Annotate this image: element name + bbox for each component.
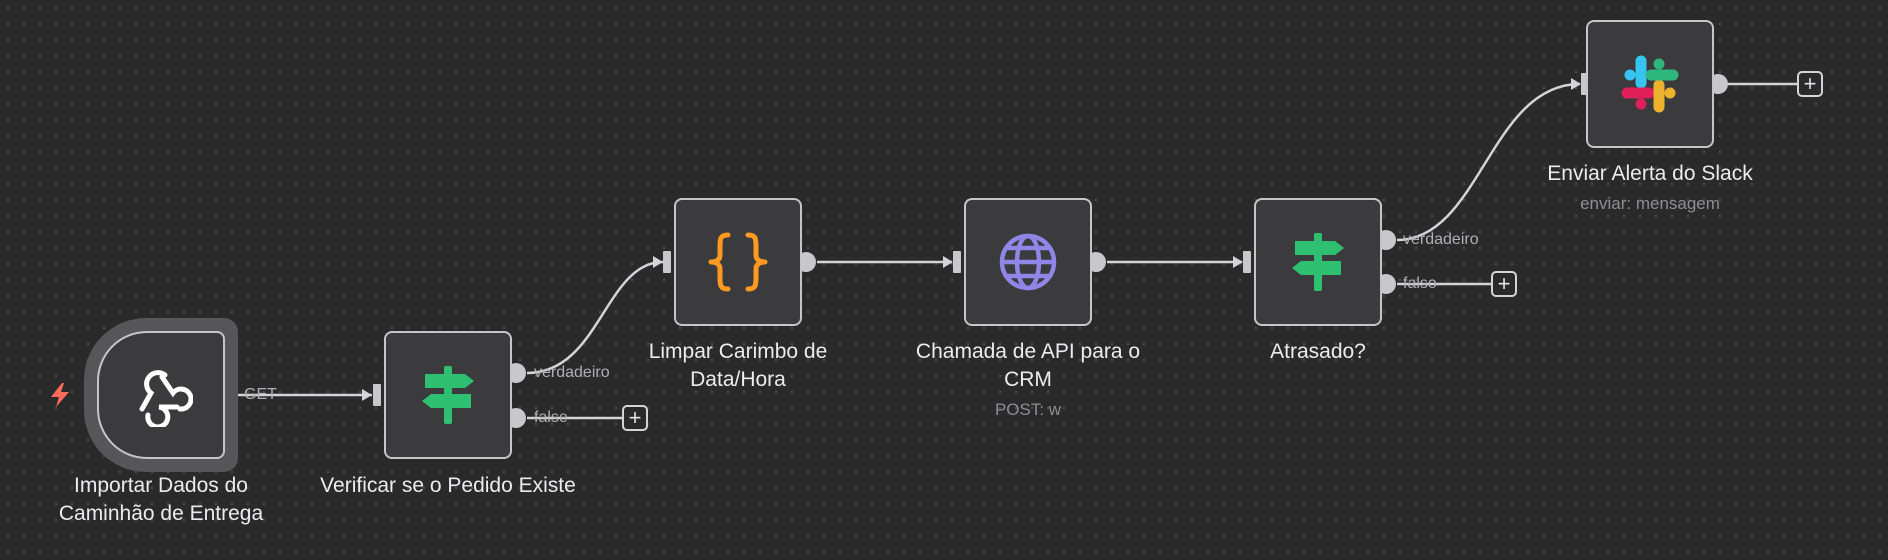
input-handle-if-order[interactable] — [373, 384, 381, 406]
slack-icon — [1621, 55, 1679, 113]
node-label-code: Limpar Carimbo de Data/Hora — [648, 340, 828, 391]
arrow-head-if-late-input — [1233, 256, 1243, 268]
globe-icon — [999, 233, 1057, 291]
input-handle-http[interactable] — [953, 251, 961, 273]
connection-if-true-to-slack[interactable] — [1396, 82, 1581, 242]
input-handle-code[interactable] — [663, 251, 671, 273]
node-http-crm-api-call[interactable] — [964, 198, 1092, 326]
arrow-head-slack-input — [1571, 78, 1581, 90]
node-label-http: Chamada de API para o CRM — [915, 340, 1141, 391]
node-if-order-exists[interactable] — [384, 331, 512, 459]
input-handle-if-late[interactable] — [1243, 251, 1251, 273]
node-label-slack: Enviar Alerta do Slack — [1547, 162, 1753, 185]
add-node-button[interactable]: + — [1491, 271, 1517, 297]
node-label-if-late: Atrasado? — [1270, 340, 1366, 363]
if-order-false-label: false — [534, 409, 568, 426]
curly-braces-icon — [708, 232, 768, 292]
arrow-head-code-input — [653, 256, 663, 268]
node-if-late[interactable] — [1254, 198, 1382, 326]
node-webhook[interactable] — [97, 331, 225, 459]
if-order-true-label: verdadeiro — [534, 364, 610, 381]
node-slack-alert[interactable] — [1586, 20, 1714, 148]
webhook-output-label: GET — [244, 386, 277, 403]
signpost-icon — [422, 366, 474, 424]
node-subtitle-http: POST: w — [994, 400, 1062, 419]
signpost-icon — [1292, 233, 1344, 291]
add-node-button[interactable]: + — [622, 405, 648, 431]
if-late-false-label: falso — [1403, 275, 1437, 292]
arrow-head-http-input — [943, 256, 953, 268]
node-label-if-order-exists: Verificar se o Pedido Existe — [320, 474, 576, 497]
add-node-button[interactable]: + — [1797, 71, 1823, 97]
if-late-true-label: verdadeiro — [1403, 231, 1479, 248]
arrow-head-if-input — [362, 389, 372, 401]
connection-if-true-to-code[interactable] — [526, 260, 664, 375]
node-code-clean-timestamp[interactable] — [674, 198, 802, 326]
node-subtitle-slack: enviar: mensagem — [1580, 194, 1720, 213]
node-label-webhook: Importar Dados do Caminhão de Entrega — [58, 474, 264, 525]
lightning-bolt-icon — [51, 383, 69, 407]
webhook-icon — [139, 370, 193, 427]
